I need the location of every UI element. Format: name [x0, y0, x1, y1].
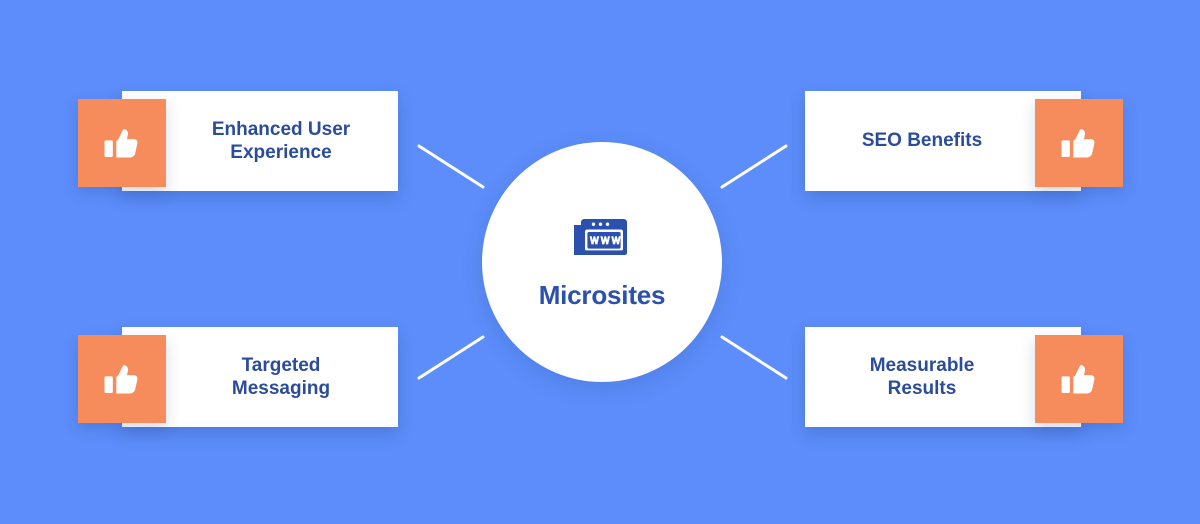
connector-bottom-left — [417, 335, 485, 380]
thumbs-up-icon — [104, 129, 138, 158]
card-label: Enhanced User Experience — [211, 118, 351, 163]
thumbs-up-icon — [1061, 365, 1095, 394]
center-node-label: Microsites — [538, 280, 666, 310]
center-node-microsites[interactable]: Microsites — [482, 142, 722, 382]
icon-badge-seo-benefits — [1035, 99, 1123, 187]
connector-top-right — [720, 144, 788, 189]
icon-badge-measurable-results — [1035, 335, 1123, 423]
card-enhanced-user-experience[interactable]: Enhanced User Experience — [122, 91, 398, 191]
thumbs-up-icon — [104, 365, 138, 394]
card-label: SEO Benefits — [861, 130, 983, 152]
connector-bottom-right — [720, 335, 788, 380]
connector-top-left — [417, 144, 485, 189]
card-label: Measurable Results — [869, 354, 975, 399]
thumbs-up-icon — [1061, 129, 1095, 158]
browser-www-icon — [574, 219, 627, 255]
icon-badge-targeted-messaging — [78, 335, 166, 423]
icon-badge-enhanced-user-experience — [78, 99, 166, 187]
card-label: Targeted Messaging — [231, 354, 331, 399]
card-targeted-messaging[interactable]: Targeted Messaging — [122, 327, 398, 427]
